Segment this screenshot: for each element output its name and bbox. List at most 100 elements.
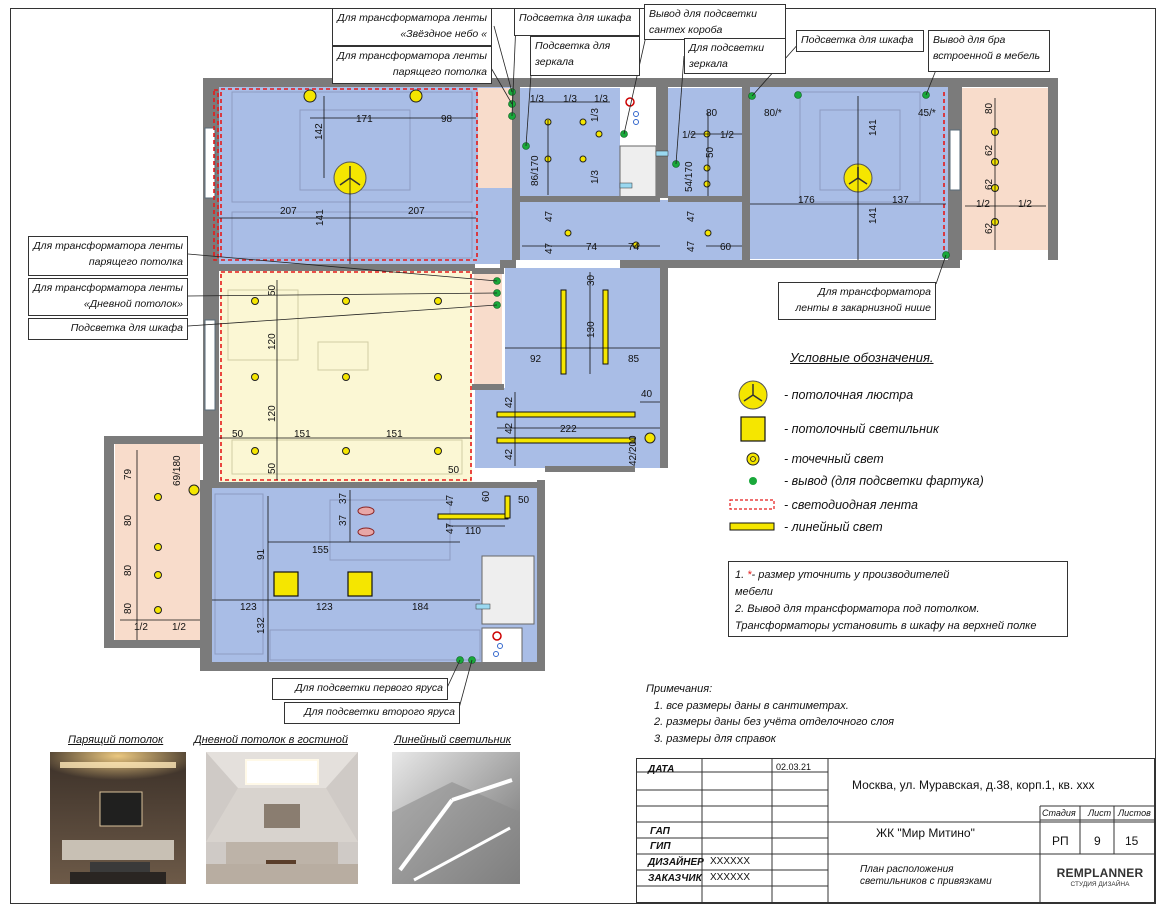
legend-item-outlet: - вывод (для подсветки фартука) — [728, 466, 984, 496]
legend-item-linear: - линейный свет — [728, 512, 883, 542]
dim-110: 110 — [465, 526, 481, 537]
ceiling-fixture-icon — [728, 414, 778, 444]
spot-lights — [154, 89, 999, 614]
dim-171: 171 — [356, 114, 373, 125]
remark-2: 2. размеры даны без учёта отделочного сл… — [654, 716, 895, 728]
dim-130: 130 — [586, 321, 597, 338]
tb-customer: ХХХХХХ — [710, 872, 751, 883]
shower-box — [619, 145, 657, 199]
dim-47f: 47 — [445, 522, 456, 534]
dim-13a: 1/3 — [530, 94, 544, 105]
dim-62a: 62 — [984, 144, 995, 156]
note-line1: - размер уточнить у производителей — [751, 569, 950, 581]
dim-142: 142 — [314, 123, 325, 140]
note-line1b: мебели — [735, 586, 773, 599]
title-block — [636, 758, 1155, 903]
dim-207a: 207 — [280, 206, 297, 217]
callout-floating-ceiling-left: Для трансформатора ленты парящего потолк… — [28, 236, 188, 276]
note-mark: 1. — [735, 569, 748, 581]
dim-60b: 60 — [481, 490, 492, 502]
dim-13c: 1/3 — [594, 94, 608, 105]
dim-132: 132 — [256, 617, 267, 634]
callout-second-tier: Для подсветки второго яруса — [284, 702, 460, 724]
dim-62b: 62 — [984, 178, 995, 190]
callout-wardrobe-light-1: Подсветка для шкафа — [514, 8, 640, 36]
remarks-title: Примечания: — [646, 683, 713, 695]
legend-label: - точечный свет — [784, 452, 884, 466]
dim-79: 79 — [123, 468, 134, 480]
tb-project: ЖК "Мир Митино" — [876, 826, 975, 840]
dim-184: 184 — [412, 602, 429, 613]
dim-13b: 1/3 — [563, 94, 577, 105]
photo-floating-ceiling — [50, 752, 186, 884]
photo-label-daylight: Дневной потолок в гостиной — [194, 734, 348, 746]
legend-item-ceiling-fixture: - потолочный светильник — [728, 414, 939, 444]
misc-markers — [357, 97, 669, 657]
dim-151b: 151 — [386, 429, 403, 440]
tb-drawing-name: План расположения светильников с привязк… — [860, 864, 992, 887]
tb-stage-label: Стадия — [1042, 808, 1076, 818]
photo-label-linear: Линейный светильник — [394, 734, 511, 746]
remark-1: 1. все размеры даны в сантиметрах. — [654, 699, 849, 712]
dim-12e: 1/2 — [134, 622, 148, 633]
dim-30: 30 — [586, 274, 597, 286]
dim-60a: 60 — [720, 242, 732, 253]
dim-47a: 47 — [544, 210, 555, 222]
dim-85: 85 — [628, 354, 640, 365]
dim-45s: 45/* — [918, 108, 936, 119]
dim-50f: 50 — [518, 495, 530, 506]
dim-12b: 1/2 — [720, 130, 734, 141]
dim-37a: 37 — [338, 492, 349, 504]
legend-item-spot: - точечный свет — [728, 444, 884, 474]
tb-sheets-label: Листов — [1118, 808, 1151, 818]
dim-47c: 47 — [686, 210, 697, 222]
legend-label: - потолочный светильник — [784, 422, 939, 436]
callout-mirror-light-1: Подсветка для зеркала — [530, 36, 640, 76]
tb-sheet-label: Лист — [1088, 808, 1112, 818]
tb-designer: ХХХХХХ — [710, 856, 751, 867]
callout-mirror-light-2: Для подсветки зеркала — [684, 38, 786, 74]
tb-date: 02.03.21 — [776, 762, 812, 772]
logo-subtext: СТУДИЯ ДИЗАЙНА — [1070, 881, 1130, 888]
dim-176: 176 — [798, 195, 815, 206]
dim-120b: 120 — [267, 405, 278, 422]
dimension-texts: 171 98 142 207 207 141 1/3 1/3 1/3 1/3 1… — [123, 94, 1032, 634]
note-line2: 2. Вывод для трансформатора под потолком… — [735, 603, 980, 616]
dim-207b: 207 — [408, 206, 425, 217]
dim-42200: 42/200 — [628, 435, 639, 466]
legend-item-led-strip: - светодиодная лента — [728, 490, 918, 520]
dim-137: 137 — [892, 195, 909, 206]
dim-13d: 1/3 — [590, 108, 601, 122]
remarks: Примечания: 1. все размеры даны в сантим… — [646, 681, 894, 747]
ceiling-fixtures — [273, 571, 373, 597]
callout-wardrobe-light-3: Подсветка для шкафа — [28, 318, 188, 340]
note-star: * — [747, 569, 752, 581]
dim-12a: 1/2 — [682, 130, 696, 141]
legend-label: - потолочная люстра — [784, 388, 914, 402]
dimension-lines — [120, 96, 1046, 662]
note-box: 1. *- размер уточнить у производителей м… — [728, 561, 1068, 637]
tb-gip: ГИП — [650, 841, 671, 852]
tb-customer-label: ЗАКАЗЧИК — [648, 873, 702, 884]
dim-92: 92 — [530, 354, 542, 365]
dim-123a: 123 — [240, 602, 257, 613]
dim-151a: 151 — [294, 429, 311, 440]
leader-lines — [187, 21, 947, 713]
wardrobe-zone — [478, 88, 512, 188]
dim-47b: 47 — [544, 242, 555, 254]
legend-label: - линейный свет — [784, 520, 883, 534]
windows — [204, 127, 961, 411]
dim-141a: 141 — [315, 209, 326, 226]
led-strips — [213, 88, 945, 481]
dim-13e: 1/3 — [590, 170, 601, 184]
tb-sheet: 9 — [1094, 834, 1101, 848]
logo: REMPLANNER СТУДИЯ ДИЗАЙНА — [1052, 866, 1148, 888]
callout-floating-ceiling-top: Для трансформатора ленты парящего потолк… — [332, 46, 492, 84]
remark-3: 3. размеры для справок — [654, 732, 776, 745]
dim-222: 222 — [560, 424, 577, 435]
legend-title: Условные обозначения. — [790, 350, 934, 365]
dim-47d: 47 — [686, 240, 697, 252]
dim-80s: 80/* — [764, 108, 782, 119]
